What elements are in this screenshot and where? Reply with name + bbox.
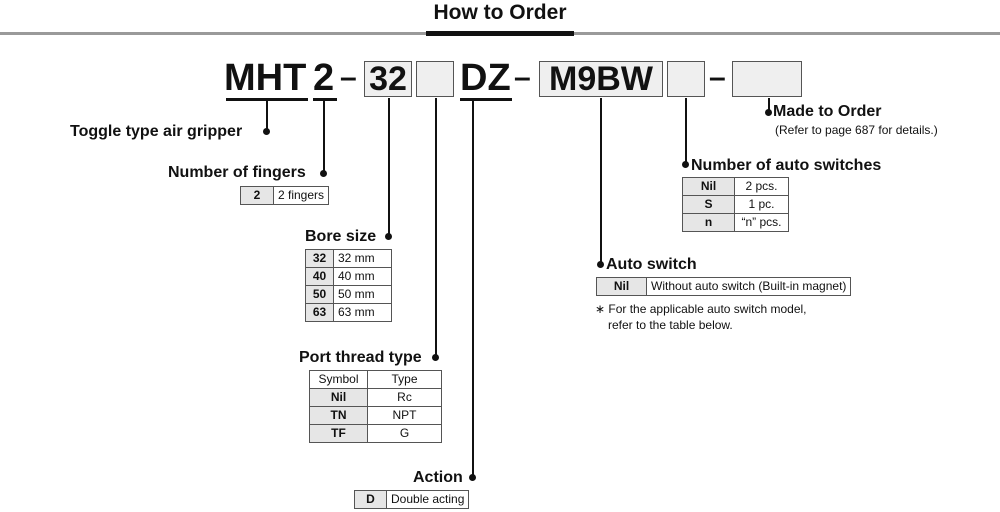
port-thread-value: G xyxy=(367,424,442,443)
connector-dot-made-to-order xyxy=(765,109,772,116)
connector-dot-bore xyxy=(385,233,392,240)
port-thread-table: Symbol Type Nil Rc TN NPT TF G xyxy=(309,370,442,443)
connector-dot-num-switches xyxy=(682,161,689,168)
bore-key: 40 xyxy=(305,267,334,286)
bore-key: 50 xyxy=(305,285,334,304)
made-to-order-label: Made to Order xyxy=(773,103,882,120)
column-header: Symbol xyxy=(309,370,368,389)
made-to-order-note: (Refer to page 687 for details.) xyxy=(775,123,938,137)
auto-switch-label: Auto switch xyxy=(606,256,697,273)
auto-switch-value: Without auto switch (Built-in magnet) xyxy=(645,277,852,296)
connector-dot-toggle xyxy=(263,128,270,135)
connector-fingers xyxy=(323,100,325,174)
table-row: Nil 2 pcs. xyxy=(682,177,789,196)
table-row: 50 50 mm xyxy=(305,285,392,304)
connector-dot-fingers xyxy=(320,170,327,177)
port-thread-value: NPT xyxy=(367,406,442,425)
connector-dot-port-thread xyxy=(432,354,439,361)
column-header: Type xyxy=(367,370,442,389)
connector-auto-switch xyxy=(600,98,602,264)
code-num-switches-box xyxy=(667,61,705,97)
port-thread-key: Nil xyxy=(309,388,368,407)
bore-value: 50 mm xyxy=(333,285,392,304)
num-switches-key: S xyxy=(682,195,735,214)
table-row: D Double acting xyxy=(354,490,470,509)
connector-toggle xyxy=(266,100,268,131)
auto-switch-note-line2: refer to the table below. xyxy=(608,318,733,332)
auto-switch-key: Nil xyxy=(596,277,647,296)
fingers-label: Number of fingers xyxy=(168,164,306,181)
bore-size-table: 32 32 mm 40 40 mm 50 50 mm 63 63 mm xyxy=(305,249,392,322)
table-row: 2 2 fingers xyxy=(240,186,330,205)
code-separator-2: – xyxy=(514,61,531,94)
bore-value: 63 mm xyxy=(333,303,392,322)
code-prefix-underline xyxy=(226,98,308,101)
code-bore-box: 32 xyxy=(364,61,412,97)
bore-size-label: Bore size xyxy=(305,228,377,245)
auto-switch-table: Nil Without auto switch (Built-in magnet… xyxy=(596,277,852,296)
code-fingers-underline xyxy=(313,98,337,101)
connector-num-switches xyxy=(685,98,687,165)
connector-dot-action xyxy=(469,474,476,481)
num-switches-value: 1 pc. xyxy=(734,195,789,214)
num-switches-value: “n” pcs. xyxy=(734,213,789,232)
connector-port-thread xyxy=(435,98,437,357)
port-thread-label: Port thread type xyxy=(299,349,422,366)
action-table: D Double acting xyxy=(354,490,470,509)
code-made-to-order-box xyxy=(732,61,802,97)
toggle-type-label: Toggle type air gripper xyxy=(70,123,243,140)
action-label: Action xyxy=(413,469,463,486)
table-row: 63 63 mm xyxy=(305,303,392,322)
table-header-row: Symbol Type xyxy=(309,370,442,389)
code-fingers: 2 xyxy=(313,57,335,99)
bore-key: 63 xyxy=(305,303,334,322)
num-switches-key: n xyxy=(682,213,735,232)
table-row: 32 32 mm xyxy=(305,249,392,268)
code-separator-3: – xyxy=(709,61,726,94)
code-prefix: MHT xyxy=(224,57,307,99)
code-action-suffix: DZ xyxy=(460,57,511,99)
action-value: Double acting xyxy=(385,490,470,509)
fingers-table: 2 2 fingers xyxy=(240,186,330,205)
table-row: Nil Without auto switch (Built-in magnet… xyxy=(596,277,852,296)
action-key: D xyxy=(354,490,387,509)
num-switches-label: Number of auto switches xyxy=(691,157,882,174)
connector-action xyxy=(472,100,474,478)
fingers-key: 2 xyxy=(240,186,274,205)
table-row: TN NPT xyxy=(309,406,442,425)
page-title: How to Order xyxy=(433,1,567,24)
connector-dot-auto-switch xyxy=(597,261,604,268)
auto-switch-note-line1: ∗ For the applicable auto switch model, xyxy=(595,302,807,316)
bore-key: 32 xyxy=(305,249,334,268)
bore-value: 40 mm xyxy=(333,267,392,286)
code-action-underline xyxy=(460,98,512,101)
code-separator-1: – xyxy=(340,61,357,94)
table-row: Nil Rc xyxy=(309,388,442,407)
connector-bore xyxy=(388,98,390,236)
port-thread-key: TF xyxy=(309,424,368,443)
table-row: S 1 pc. xyxy=(682,195,789,214)
table-row: 40 40 mm xyxy=(305,267,392,286)
bore-value: 32 mm xyxy=(333,249,392,268)
title-rule-accent xyxy=(426,31,574,36)
connector-made-to-order xyxy=(768,98,770,112)
num-switches-value: 2 pcs. xyxy=(734,177,789,196)
port-thread-value: Rc xyxy=(367,388,442,407)
code-switch-box: M9BW xyxy=(539,61,663,97)
table-row: n “n” pcs. xyxy=(682,213,789,232)
port-thread-key: TN xyxy=(309,406,368,425)
num-switches-key: Nil xyxy=(682,177,735,196)
code-port-thread-box xyxy=(416,61,454,97)
fingers-value: 2 fingers xyxy=(272,186,330,205)
num-switches-table: Nil 2 pcs. S 1 pc. n “n” pcs. xyxy=(682,177,789,232)
table-row: TF G xyxy=(309,424,442,443)
